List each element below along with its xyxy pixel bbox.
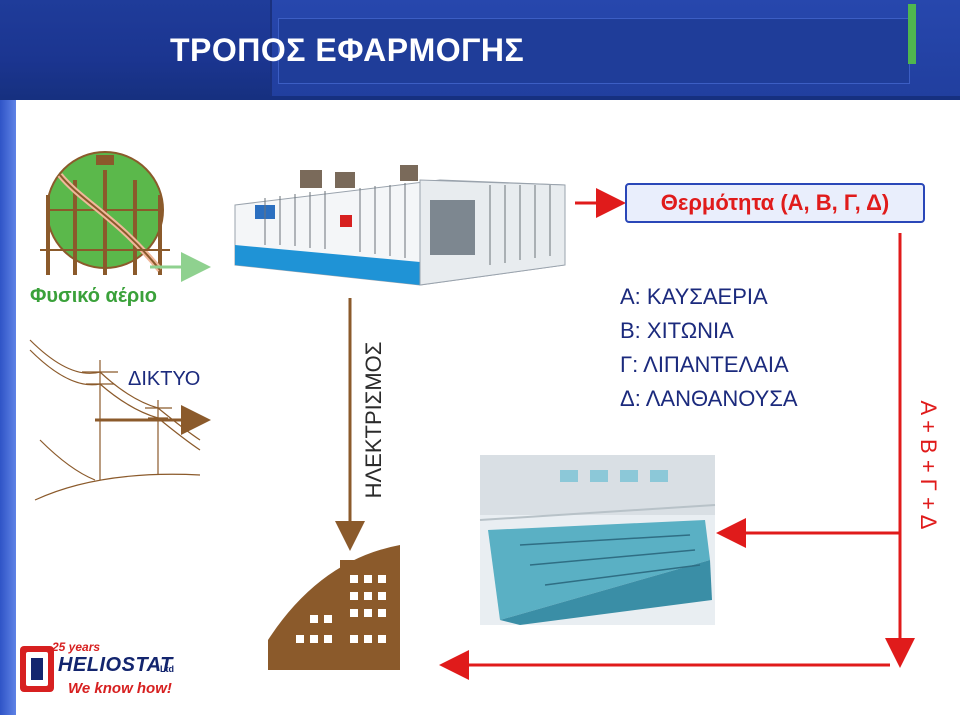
heliostat-logo-mark-icon [20, 646, 54, 692]
title-box [270, 0, 960, 96]
building-icon [268, 545, 400, 670]
legend-item-b: Β: ΧΙΤΩΝΙΑ [620, 318, 734, 343]
sum-label-box: Α + Β + Γ + Δ [908, 380, 948, 550]
legend-item-c: Γ: ΛΙΠΑΝΤΕΛΑΙΑ [620, 352, 789, 377]
grid-label: ΔΙΚΤΥΟ [128, 368, 201, 390]
legend: Α: ΚΑΥΣΑΕΡΙΑ Β: ΧΙΤΩΝΙΑ Γ: ΛΙΠΑΝΤΕΛΑΙΑ Δ… [620, 280, 798, 416]
swimming-pool-image [479, 455, 716, 625]
legend-item-d: Δ: ΛΑΝΘΑΝΟΥΣΑ [620, 386, 798, 411]
gas-tank-icon [40, 151, 185, 280]
cogeneration-unit-image [225, 150, 570, 310]
title-accent-bar [908, 4, 916, 64]
logo-slogan: We know how! [68, 680, 172, 697]
logo-years: 25 years [52, 640, 101, 654]
title-inner [278, 18, 910, 84]
logo-suffix: Ltd [160, 664, 174, 674]
heliostat-logo: 25 years HELIOSTAT Ltd We know how! [20, 638, 180, 708]
logo-brand: HELIOSTAT [58, 654, 173, 676]
sum-label: Α + Β + Γ + Δ [916, 400, 941, 530]
electricity-label-box: ΗΛΕΚΤΡΙΣΜΟΣ [355, 325, 393, 515]
heat-label: Θερμότητα (Α, Β, Γ, Δ) [625, 183, 925, 223]
legend-item-a: Α: ΚΑΥΣΑΕΡΙΑ [620, 284, 768, 309]
electricity-label: ΗΛΕΚΤΡΙΣΜΟΣ [361, 341, 386, 499]
natural-gas-label: Φυσικό αέριο [30, 285, 158, 307]
left-accent-strip [0, 100, 16, 715]
page-title: ΤΡΟΠΟΣ ΕΦΑΡΜΟΓΗΣ [170, 32, 525, 68]
